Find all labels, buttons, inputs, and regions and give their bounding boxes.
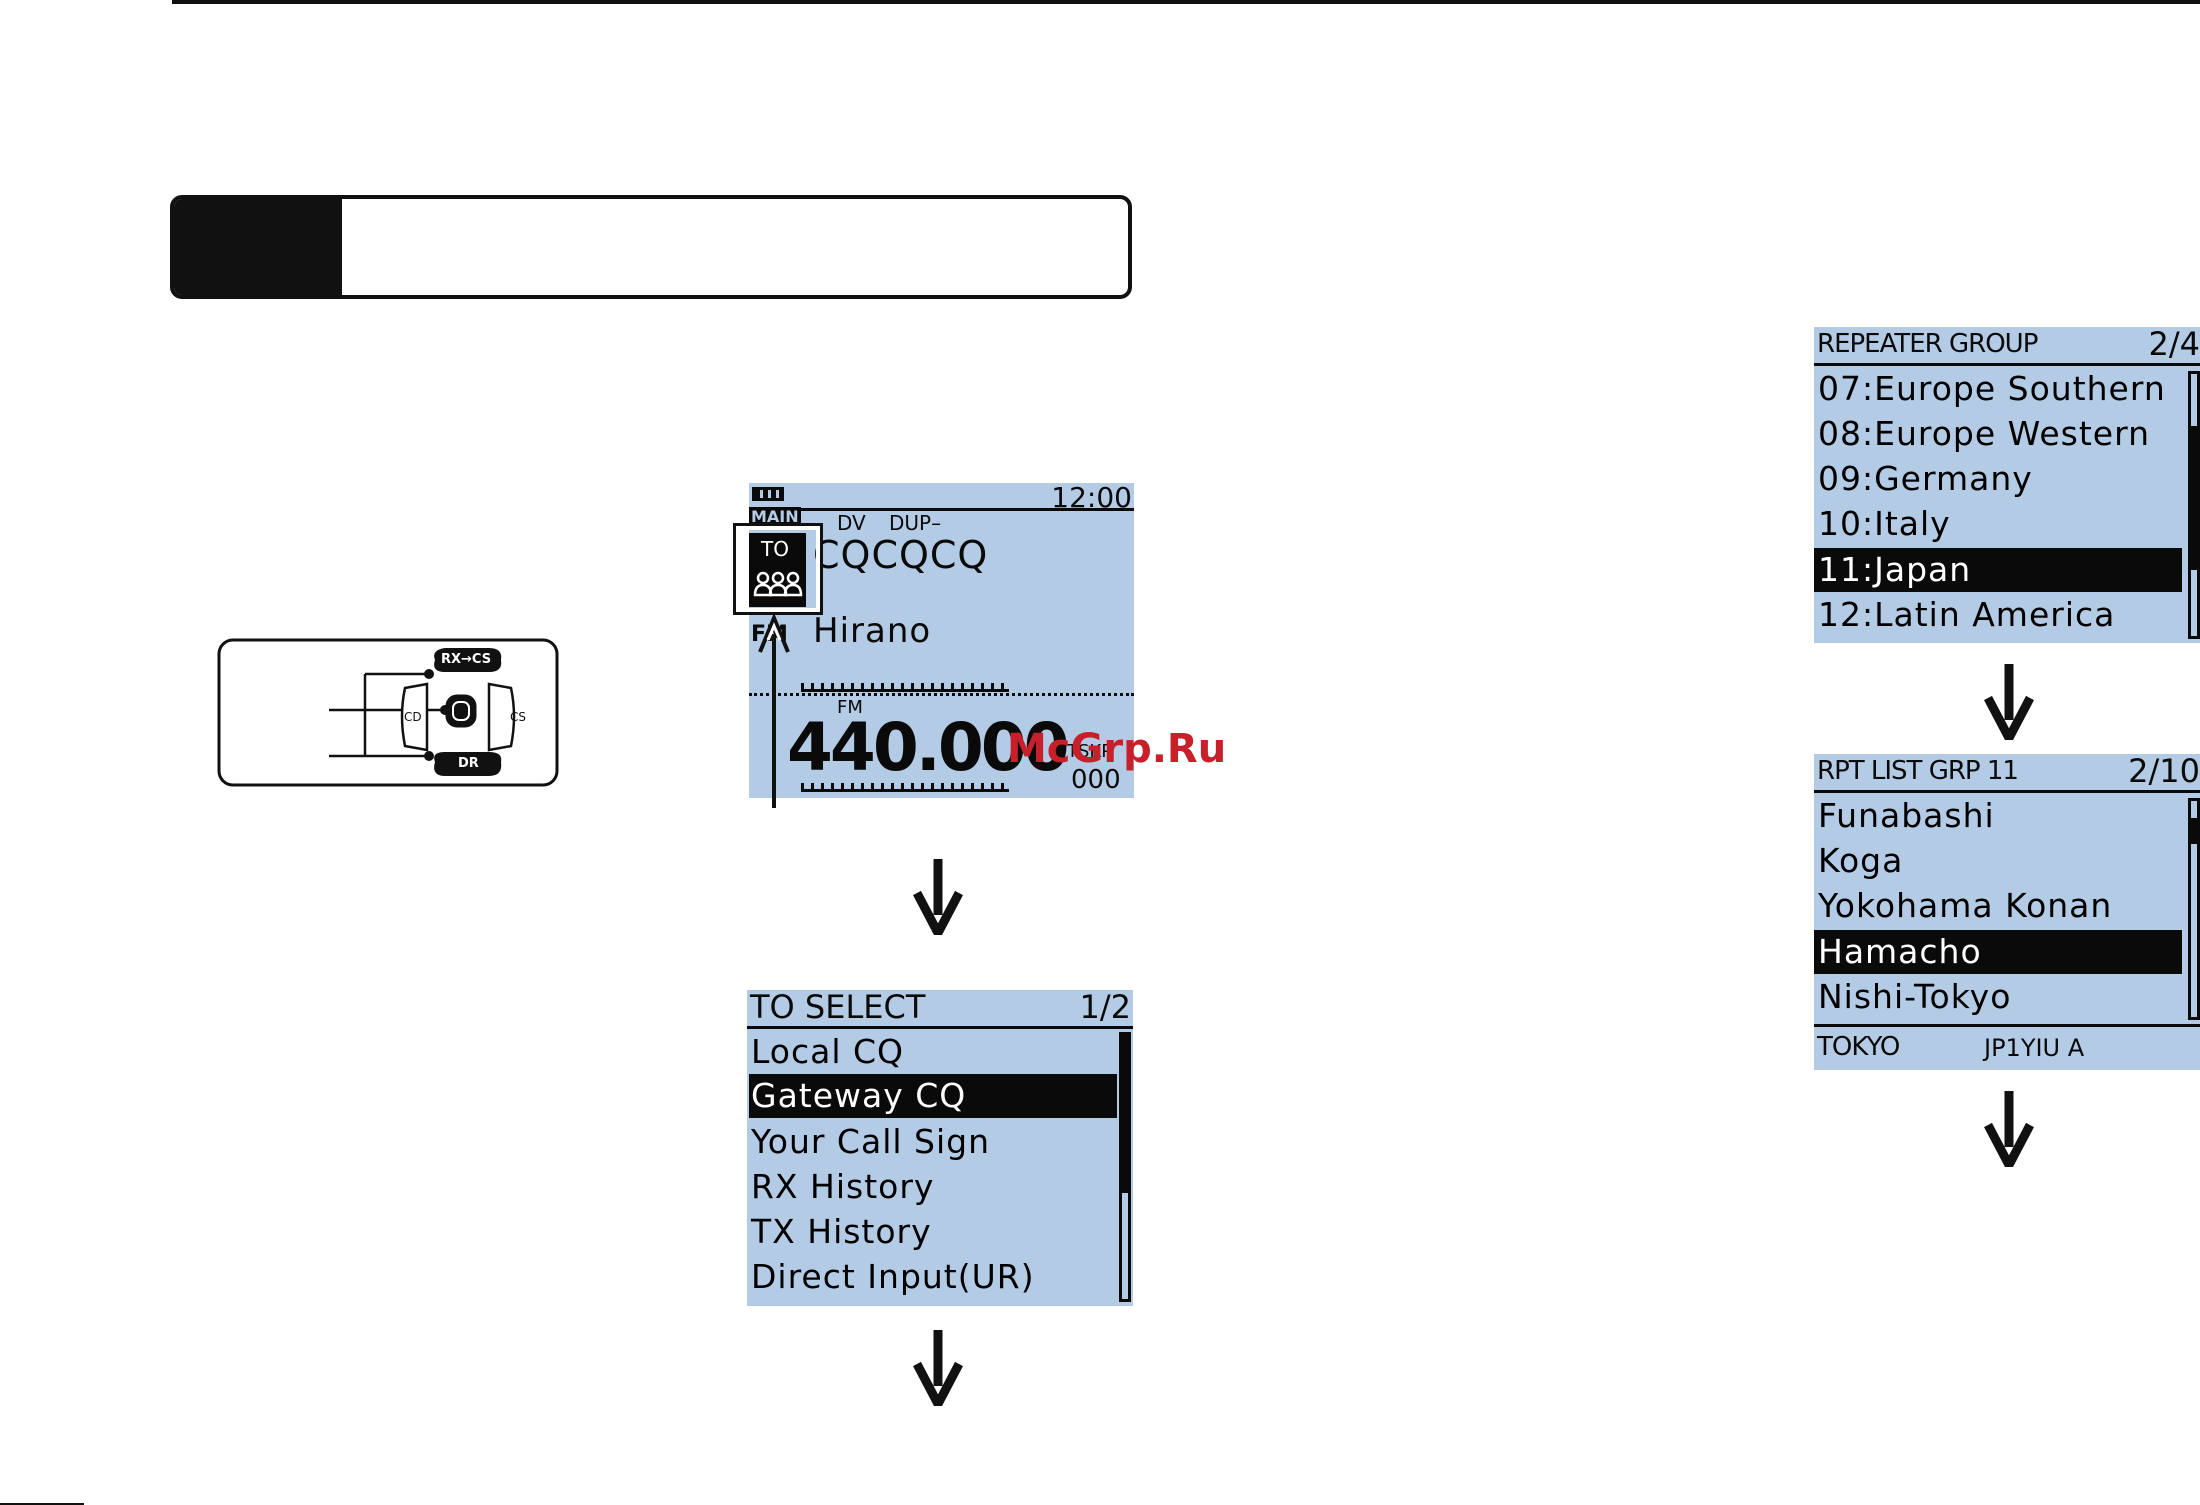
- list-item[interactable]: 12:Latin America: [1818, 595, 2116, 634]
- down-arrow-icon: [1984, 1091, 2034, 1167]
- dotted-divider: [749, 693, 1134, 696]
- band-label: MAIN: [749, 507, 801, 526]
- list-item[interactable]: Hamacho: [1814, 930, 2182, 974]
- list-item[interactable]: 09:Germany: [1818, 459, 2033, 498]
- header-rule: [749, 508, 1134, 511]
- repeater-group-page: 2/4: [2148, 327, 2200, 363]
- repeater-group-header: REPEATER GROUP 2/4: [1814, 327, 2200, 366]
- to-select-icon: TO: [749, 533, 806, 607]
- footer-rule: [1814, 1024, 2200, 1027]
- to-select-page: 1/2: [1079, 990, 1132, 1026]
- list-item[interactable]: TX History: [751, 1212, 932, 1251]
- main-screen: 12:00 MAIN DV DUP– TO CQCQCQ FM Hirano F…: [749, 483, 1134, 798]
- scrollbar-thumb[interactable]: [2191, 818, 2197, 845]
- down-arrow-icon: [913, 1330, 963, 1406]
- cs-key-label: CS: [510, 710, 526, 724]
- list-item[interactable]: RX History: [751, 1167, 935, 1206]
- repeater-list-title: RPT LIST GRP 11: [1817, 756, 2019, 786]
- cd-key-label: CD: [404, 710, 422, 724]
- mode-label: DV: [837, 511, 866, 535]
- pointer-arrow-icon: [758, 612, 790, 808]
- list-item[interactable]: Nishi-Tokyo: [1818, 977, 2012, 1016]
- scrollbar[interactable]: [2188, 371, 2200, 639]
- list-item[interactable]: Yokohama Konan: [1818, 886, 2113, 925]
- group-people-icon: [753, 571, 803, 597]
- list-item[interactable]: Gateway CQ: [749, 1074, 1117, 1118]
- rx-cs-key-label: RX→CS: [441, 652, 492, 667]
- list-item[interactable]: 10:Italy: [1818, 504, 1951, 543]
- scrollbar[interactable]: [2188, 798, 2200, 1020]
- bottom-rule: [0, 1503, 84, 1505]
- to-select-header: TO SELECT 1/2: [747, 990, 1133, 1029]
- repeater-group-screen: REPEATER GROUP 2/4 07:Europe Southern 08…: [1814, 327, 2200, 643]
- step-header-box: [170, 195, 1132, 299]
- signal-meter-lower: [801, 783, 1009, 792]
- down-arrow-icon: [1984, 664, 2034, 740]
- dr-key-label: DR: [458, 756, 479, 771]
- scrollbar-thumb[interactable]: [1122, 1035, 1128, 1194]
- scrollbar[interactable]: [1119, 1032, 1131, 1302]
- to-icon-highlight: [733, 523, 823, 615]
- repeater-list-screen: RPT LIST GRP 11 2/10 Funabashi Koga Yoko…: [1814, 754, 2200, 1070]
- repeater-list-header: RPT LIST GRP 11 2/10: [1814, 754, 2200, 793]
- list-item[interactable]: Funabashi: [1818, 796, 1995, 835]
- frequency-mode: FM: [837, 697, 863, 718]
- repeater-callsign: JP1YIU A: [1984, 1034, 2085, 1062]
- down-arrow-icon: [913, 859, 963, 935]
- list-item[interactable]: Local CQ: [751, 1032, 905, 1071]
- to-callsign: CQCQCQ: [813, 533, 989, 577]
- tone-label: TSKP: [1067, 741, 1113, 762]
- tone-value: 000: [1071, 765, 1121, 795]
- scrollbar-thumb[interactable]: [2191, 426, 2197, 571]
- frequency: 440.000: [787, 709, 1070, 786]
- battery-icon: [752, 487, 784, 501]
- keypad-outline: [217, 638, 559, 787]
- repeater-area: TOKYO: [1817, 1032, 1900, 1062]
- keypad-illustration: RX→CS CD CS DR: [217, 638, 559, 787]
- top-rule: [172, 0, 2200, 4]
- list-item[interactable]: 11:Japan: [1814, 548, 2182, 592]
- list-item[interactable]: 08:Europe Western: [1818, 414, 2150, 453]
- list-item[interactable]: Koga: [1818, 841, 1904, 880]
- from-callsign: Hirano: [813, 611, 932, 651]
- list-item[interactable]: 07:Europe Southern: [1818, 369, 2166, 408]
- duplex-label: DUP–: [889, 511, 942, 535]
- list-item[interactable]: Direct Input(UR): [751, 1257, 1035, 1296]
- repeater-group-title: REPEATER GROUP: [1817, 329, 2038, 359]
- to-icon-label: TO: [761, 537, 789, 561]
- repeater-list-page: 2/10: [2128, 754, 2200, 790]
- watermark: McGrp.Ru: [1007, 726, 1227, 772]
- step-number-block: [174, 199, 342, 295]
- signal-meter-upper: [801, 683, 1009, 692]
- to-select-title: TO SELECT: [750, 990, 926, 1026]
- list-item[interactable]: Your Call Sign: [751, 1122, 991, 1161]
- to-select-screen: TO SELECT 1/2 Local CQ Gateway CQ Your C…: [747, 990, 1133, 1306]
